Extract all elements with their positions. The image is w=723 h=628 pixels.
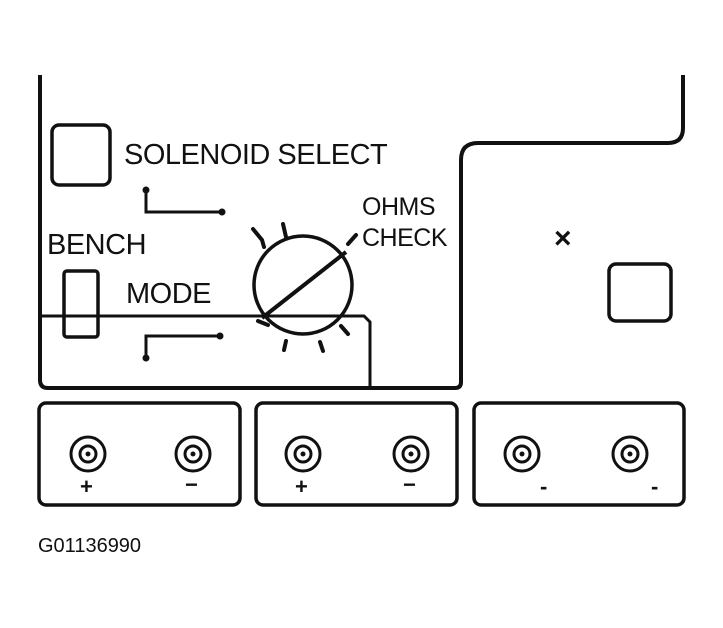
right-panel-button[interactable] <box>607 262 673 323</box>
binding-post[interactable] <box>611 435 649 473</box>
marker-x-icon: × <box>554 222 572 255</box>
terminal-minus-label: − <box>403 472 416 497</box>
terminal-block-2 <box>254 401 459 507</box>
terminal-minus-label: − <box>185 472 198 497</box>
dial-tick-marks <box>251 222 358 353</box>
ohms-label: OHMS <box>362 193 436 221</box>
selector-dial[interactable] <box>251 222 358 353</box>
solenoid-select-label: SOLENOID SELECT <box>124 139 388 171</box>
solenoid-select-button[interactable] <box>50 123 112 187</box>
dial-output-wire <box>252 314 372 388</box>
upper-housing-outline <box>38 75 685 390</box>
terminal-negative-label: - <box>651 474 658 499</box>
solenoid-select-wire <box>142 186 226 216</box>
figure-id: G01136990 <box>38 535 142 557</box>
terminal-block-3 <box>472 401 686 507</box>
binding-post[interactable] <box>174 435 212 473</box>
check-label: CHECK <box>362 224 448 252</box>
mode-wire <box>98 314 252 362</box>
binding-post[interactable] <box>503 435 541 473</box>
bench-label: BENCH <box>47 229 147 261</box>
bench-mode-switch[interactable] <box>40 269 100 339</box>
terminal-negative-label: - <box>540 474 547 499</box>
binding-post[interactable] <box>392 435 430 473</box>
terminal-block-1 <box>37 401 242 507</box>
dial-pointer <box>260 250 348 320</box>
terminal-plus-label: + <box>80 474 93 499</box>
mode-label: MODE <box>126 278 212 310</box>
binding-post[interactable] <box>284 435 322 473</box>
binding-post[interactable] <box>69 435 107 473</box>
terminal-plus-label: + <box>295 474 308 499</box>
